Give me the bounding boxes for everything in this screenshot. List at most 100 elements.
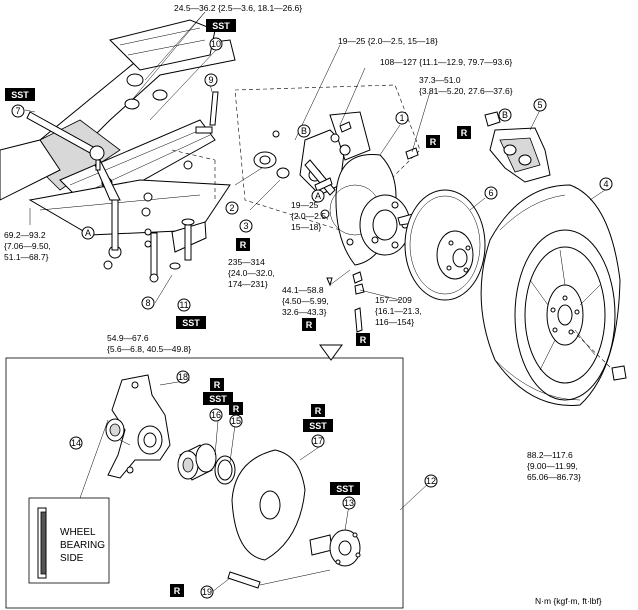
svg-text:6: 6 (488, 188, 493, 198)
part-number-4: 4 (599, 177, 613, 191)
r-badge-37: R (426, 135, 440, 148)
part-number-7: 7 (11, 104, 25, 118)
part-number-11: 11 (177, 298, 191, 312)
part-number-19: 19 (200, 585, 214, 599)
torque-88-line3: 65.06—86.73} (527, 472, 581, 482)
svg-text:16: 16 (211, 410, 221, 420)
torque-88-line2: {9.00—11.99, (527, 461, 578, 471)
part-number-14: 14 (69, 436, 83, 450)
callout-b-right: B (498, 108, 512, 122)
torque-69-line3: 51.1—68.7} (4, 252, 49, 262)
torque-19b-line3: 15—18} (291, 222, 321, 232)
sst-badge-18: SST (203, 392, 233, 405)
sst-badge-left: SST (5, 88, 35, 101)
svg-text:R: R (360, 335, 367, 345)
lower-arm-assembly (0, 19, 236, 270)
svg-text:R: R (430, 137, 437, 147)
brake-disc (404, 189, 486, 301)
torque-44-line2: {4.50—5.99, (282, 296, 329, 306)
svg-text:4: 4 (603, 179, 608, 189)
part-number-15: 15 (229, 414, 243, 428)
svg-text:SST: SST (336, 484, 354, 494)
svg-text:R: R (240, 240, 247, 250)
part-number-18: 18 (176, 370, 190, 384)
svg-text:A: A (85, 228, 91, 238)
torque-69-line1: 69.2—93.2 (4, 230, 46, 240)
torque-157-line3: 116—154} (375, 317, 414, 327)
part-number-12: 12 (424, 474, 438, 488)
part-number-8: 8 (141, 296, 155, 310)
steering-knuckle-assembly (234, 84, 421, 231)
torque-19b-line1: 19—25 (291, 200, 319, 210)
torque-235-line1: 235—314 (228, 257, 265, 267)
svg-text:B: B (301, 126, 307, 136)
detail-box (5, 344, 404, 609)
torque-88-line1: 88.2—117.6 (527, 450, 573, 460)
svg-text:1: 1 (399, 113, 404, 123)
callout-b-center: B (297, 124, 311, 138)
torque-157-line2: {16.1—21.3, (375, 306, 422, 316)
svg-text:14: 14 (71, 438, 81, 448)
part-number-6: 6 (484, 186, 498, 200)
torque-235-line2: {24.0—32.0, (228, 268, 275, 278)
part-number-10: 10 (209, 37, 223, 51)
torque-157-line1: 157—209 (375, 295, 412, 305)
svg-text:R: R (461, 128, 468, 138)
svg-text:B: B (502, 110, 508, 120)
torque-19b-line2: {2.0—2.5, (291, 211, 328, 221)
tire-and-wheel (480, 184, 627, 406)
torque-54-line2: {5.6—6.8, 40.5—49.8} (107, 344, 191, 354)
sst-badge-11: SST (176, 316, 206, 329)
svg-text:10: 10 (211, 39, 221, 49)
wheel-bearing-side-inset (28, 419, 110, 584)
svg-text:SST: SST (212, 21, 230, 31)
dust-shield-detail (231, 449, 306, 561)
sst-badge-13: SST (330, 482, 360, 495)
torque-69-line2: {7.06—9.50, (4, 241, 51, 251)
torque-108: 108—127 {11.1—12.9, 79.7—93.6} (380, 57, 512, 67)
snap-ring (214, 455, 236, 485)
part-number-9: 9 (204, 73, 218, 87)
wheel-hub-detail (309, 529, 361, 567)
svg-text:R: R (174, 586, 181, 596)
svg-text:SST: SST (309, 421, 327, 431)
torque-37-line1: 37.3—51.0 (419, 75, 461, 85)
torque-19a: 19—25 {2.0—2.5, 15—18} (338, 36, 438, 46)
r-badge-19: R (170, 584, 184, 597)
steering-knuckle (107, 374, 171, 479)
torque-24: 24.5—36.2 {2.5—3.6, 18.1—26.6} (174, 3, 302, 13)
svg-text:5: 5 (537, 100, 542, 110)
svg-text:SST: SST (11, 90, 29, 100)
svg-text:A: A (315, 191, 321, 201)
sst-badge-17: SST (303, 419, 333, 432)
bolt-9 (195, 91, 219, 134)
svg-text:2: 2 (229, 203, 234, 213)
part-number-1: 1 (395, 111, 409, 125)
sst-badge-top: SST (206, 19, 236, 32)
part-number-13: 13 (342, 496, 356, 510)
svg-text:18: 18 (178, 372, 188, 382)
callout-a-center: A (311, 189, 325, 203)
r-badge-caliper: R (457, 126, 471, 139)
svg-text:R: R (306, 320, 313, 330)
units-label: N·m {kgf·m, ft·lbf} (535, 596, 602, 606)
tie-rod-end (26, 111, 105, 171)
torque-54-line1: 54.9—67.6 (107, 333, 149, 343)
brake-caliper (484, 111, 551, 183)
svg-text:7: 7 (15, 106, 20, 116)
r-badge-18: R (210, 378, 224, 391)
svg-text:8: 8 (145, 298, 150, 308)
svg-text:R: R (315, 406, 322, 416)
wheel-bearing-side-line2: BEARING (60, 540, 105, 551)
part-number-5: 5 (533, 98, 547, 112)
svg-text:13: 13 (344, 498, 354, 508)
r-badge-157: R (356, 333, 370, 346)
part-number-17: 17 (311, 434, 325, 448)
svg-text:9: 9 (208, 75, 213, 85)
part-number-16: 16 (209, 408, 223, 422)
svg-text:3: 3 (243, 221, 248, 231)
wheel-bearing (177, 443, 217, 481)
r-badge-15: R (229, 402, 243, 415)
svg-text:19: 19 (202, 587, 212, 597)
